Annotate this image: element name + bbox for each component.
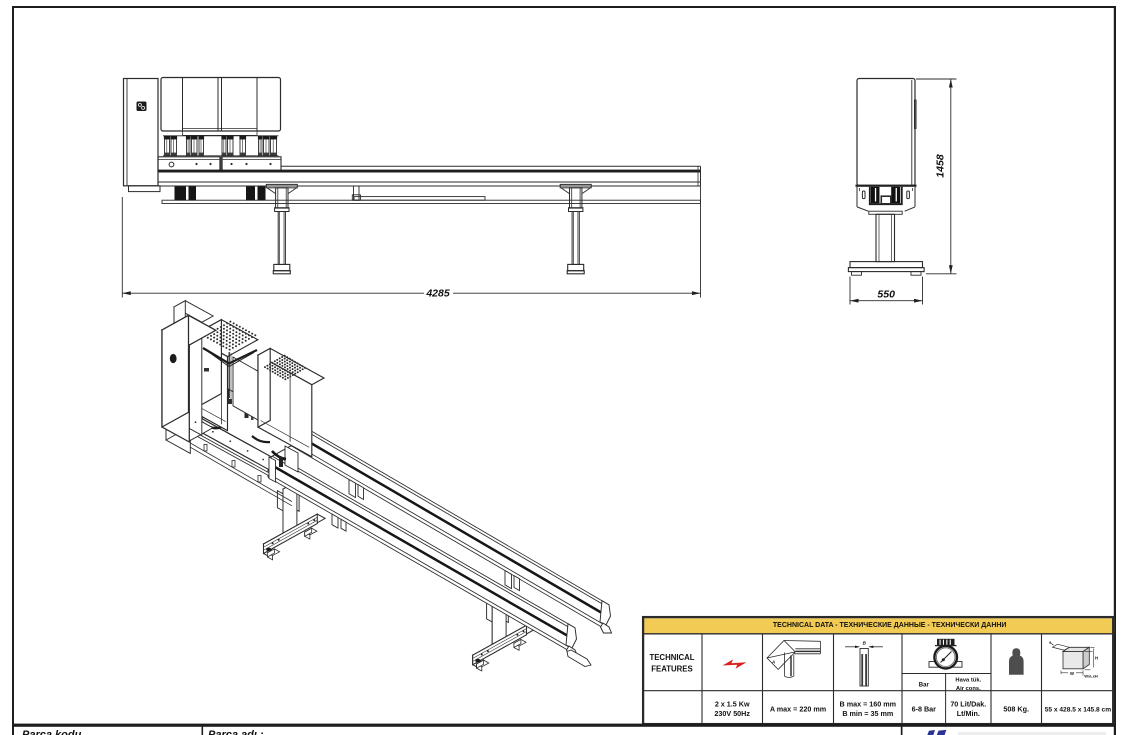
svg-text:Lt/Min.: Lt/Min. [957,709,980,718]
svg-text:55 x 428.5 x 145.8 cm: 55 x 428.5 x 145.8 cm [1045,707,1111,714]
svg-text:a: a [1049,641,1051,645]
svg-text:B max = 160 mm: B max = 160 mm [840,699,897,708]
svg-text:WxLxH: WxLxH [1084,674,1098,679]
svg-text:TECHNICAL DATA - ТЕХНИЧЕСКИЕ Д: TECHNICAL DATA - ТЕХНИЧЕСКИЕ ДАННЫЕ - ТЕ… [773,622,1007,629]
svg-text:230V 50Hz: 230V 50Hz [714,709,750,718]
svg-text:TECHNICAL: TECHNICAL [649,653,694,662]
svg-text:2 x 1.5 Kw: 2 x 1.5 Kw [715,699,750,708]
svg-text:FEATURES: FEATURES [651,664,692,673]
svg-text:1458: 1458 [935,154,947,178]
svg-text:Hava tük.: Hava tük. [955,677,981,683]
svg-text:B min = 35 mm: B min = 35 mm [842,709,893,718]
svg-text:4285: 4285 [425,288,450,300]
svg-text:A: A [771,660,775,665]
svg-text:6-8 Bar: 6-8 Bar [912,705,937,714]
svg-text:Parça adı :: Parça adı : [208,729,264,735]
svg-text:H: H [1095,656,1098,661]
svg-text:508 Kg.: 508 Kg. [1003,705,1029,714]
svg-text:B: B [863,641,867,646]
svg-text:A max = 220 mm: A max = 220 mm [770,705,826,714]
svg-text:70 Lit/Dak.: 70 Lit/Dak. [950,699,986,708]
svg-text:Air cons.: Air cons. [956,686,981,692]
svg-text:Parça kodu: Parça kodu [22,729,82,735]
svg-text:550: 550 [877,288,895,300]
svg-text:Bar: Bar [919,682,930,688]
svg-text:W: W [1070,671,1074,676]
